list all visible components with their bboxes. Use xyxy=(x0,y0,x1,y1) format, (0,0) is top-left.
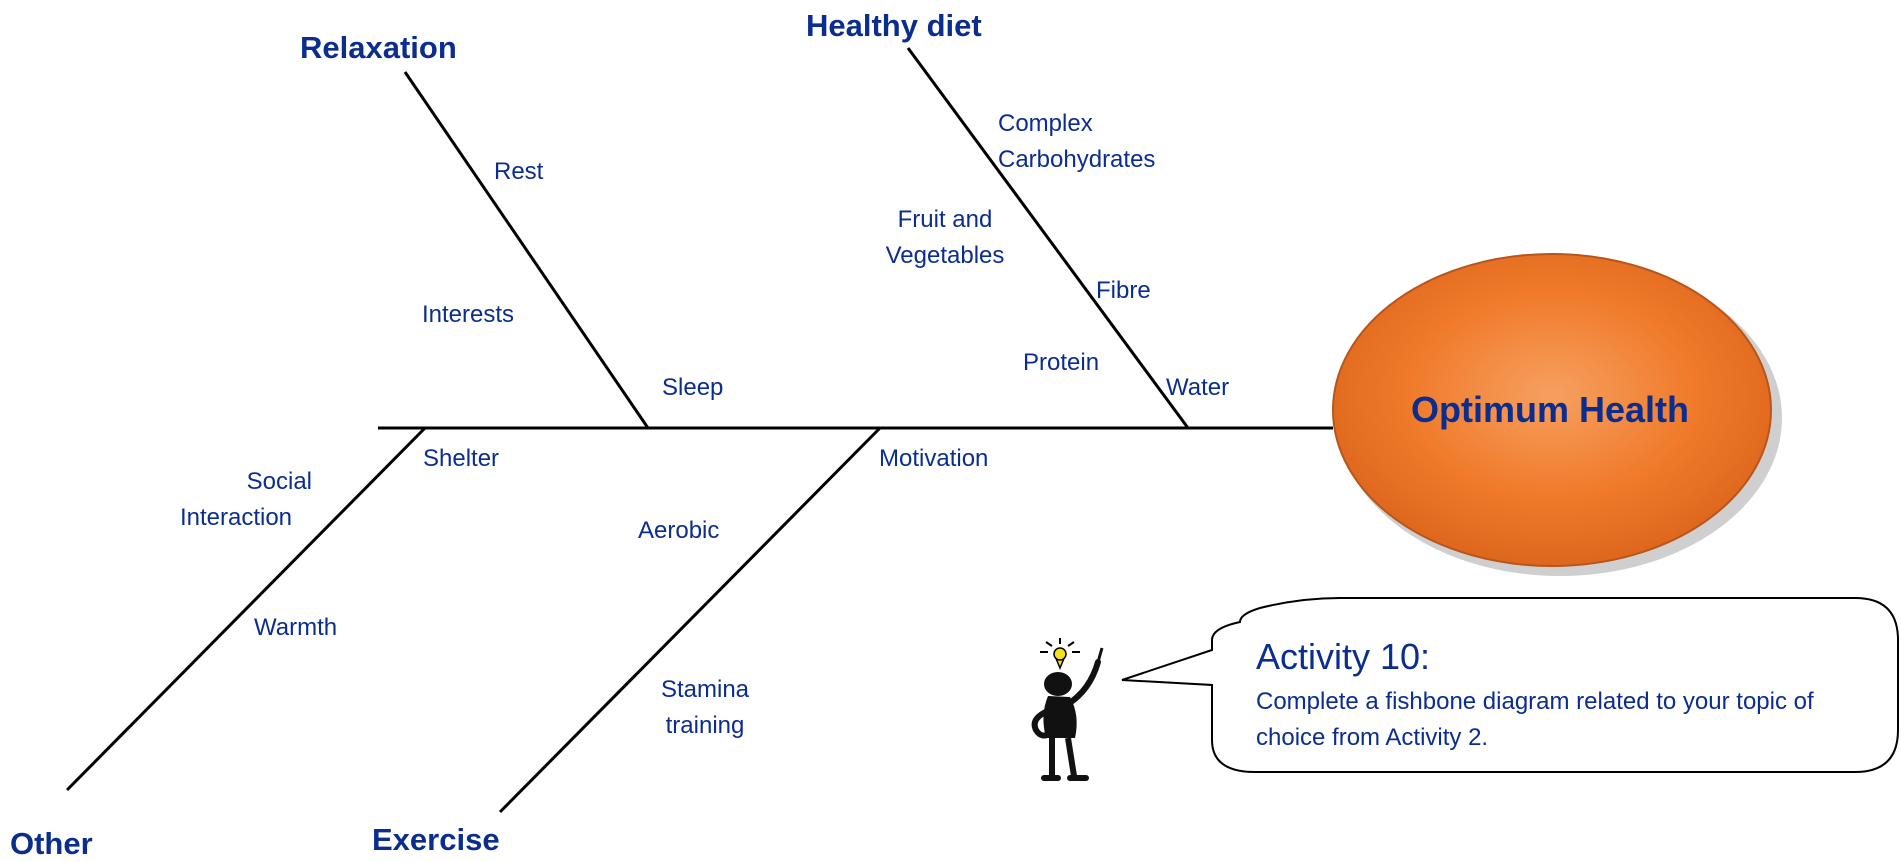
head-ellipse xyxy=(1332,253,1772,567)
exercise-bone xyxy=(498,426,882,814)
category-exercise: Exercise xyxy=(372,822,500,857)
relaxation-bone xyxy=(403,71,650,429)
cause-complex-carbohydrates-line2: Carbohydrates xyxy=(998,146,1156,173)
cause-water: Water xyxy=(1166,374,1230,401)
cause-social-interaction-line2: Interaction xyxy=(179,504,293,531)
head-title: Optimum Health xyxy=(1410,389,1689,430)
cause-aerobic: Aerobic xyxy=(638,517,720,544)
cause-complex-carbohydrates: Complex Carbohydrates xyxy=(998,106,1155,178)
idea-bulb-icon xyxy=(1040,638,1080,670)
cause-social-interaction-line1: Social xyxy=(246,468,312,495)
cause-protein: Protein xyxy=(1023,349,1100,376)
cause-fruit-and-vegetables: Fruit and Vegetables xyxy=(866,202,1024,274)
cause-interests: Interests xyxy=(422,301,515,328)
cause-shelter: Shelter xyxy=(423,445,500,472)
thinking-figure xyxy=(1031,638,1104,781)
cause-stamina-training-line2: training xyxy=(665,712,745,739)
cause-stamina-training: Stamina training xyxy=(640,672,770,744)
cause-rest: Rest xyxy=(494,158,544,185)
healthy-diet-bone xyxy=(906,47,1190,429)
category-healthy-diet: Healthy diet xyxy=(806,8,982,43)
activity-body: Complete a fishbone diagram related to y… xyxy=(1256,688,1814,751)
speech-bubble xyxy=(1121,597,1899,773)
cause-warmth: Warmth xyxy=(254,614,338,641)
cause-fruit-and-vegetables-line2: Vegetables xyxy=(885,242,1005,269)
category-relaxation: Relaxation xyxy=(300,30,457,65)
cause-social-interaction: Social Interaction xyxy=(156,464,316,536)
cause-fruit-and-vegetables-line1: Fruit and xyxy=(897,206,993,233)
cause-motivation: Motivation xyxy=(879,445,989,472)
cause-fibre: Fibre xyxy=(1096,277,1151,304)
cause-complex-carbohydrates-line1: Complex xyxy=(998,110,1093,137)
cause-sleep: Sleep xyxy=(662,374,724,401)
activity-title: Activity 10: xyxy=(1256,636,1431,677)
category-other: Other xyxy=(10,826,93,861)
other-bone xyxy=(65,426,427,792)
cause-stamina-training-line1: Stamina xyxy=(660,676,750,703)
